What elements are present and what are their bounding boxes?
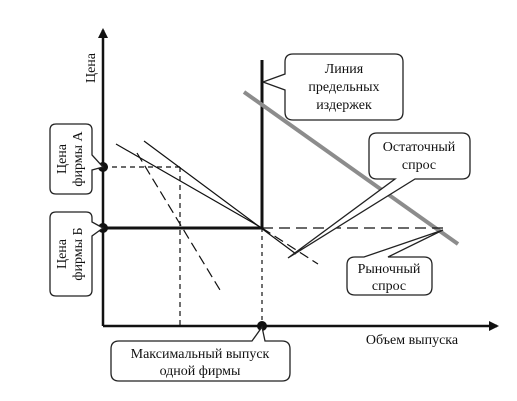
callout-residual-demand-line2: спрос (402, 158, 436, 173)
callout-max-output: Максимальный выпуск одной фирмы (110, 325, 291, 382)
market-demand-line (242, 90, 460, 246)
callout-price-b-line1: Цена (55, 238, 70, 269)
firm-marginal-revenue-line (136, 152, 221, 291)
callout-residual-demand-line1: Остаточный (383, 140, 456, 155)
callout-max-output-line1: Максимальный выпуск (131, 347, 270, 362)
callout-market-demand: Рыночный спрос (346, 229, 444, 296)
callout-marginal-cost-line2: предельных (308, 80, 379, 95)
callout-price-b-line2: фирмы Б (71, 227, 86, 280)
callout-marginal-cost-line1: Линия (325, 62, 364, 77)
callout-price-a-line1: Цена (55, 143, 70, 174)
residual-demand-line (143, 140, 297, 255)
callout-price-a-line2: фирмы А (71, 131, 86, 187)
callout-price-b: Цена фирмы Б (49, 211, 105, 297)
callout-marginal-cost-line3: издержек (316, 98, 372, 113)
callout-price-a: Цена фирмы А (49, 123, 105, 195)
x-axis-label: Объем выпуска (366, 333, 459, 348)
callout-residual-demand: Остаточный спрос (287, 132, 471, 259)
callout-market-demand-line1: Рыночный (358, 262, 421, 277)
firm-demand-line (115, 143, 263, 229)
callout-max-output-line2: одной фирмы (160, 364, 241, 379)
y-axis-label: Цена (84, 52, 99, 83)
residual-marginal-revenue-line (261, 227, 319, 265)
callout-marginal-cost: Линия предельных издержек (261, 53, 404, 121)
callout-market-demand-line2: спрос (372, 279, 406, 294)
